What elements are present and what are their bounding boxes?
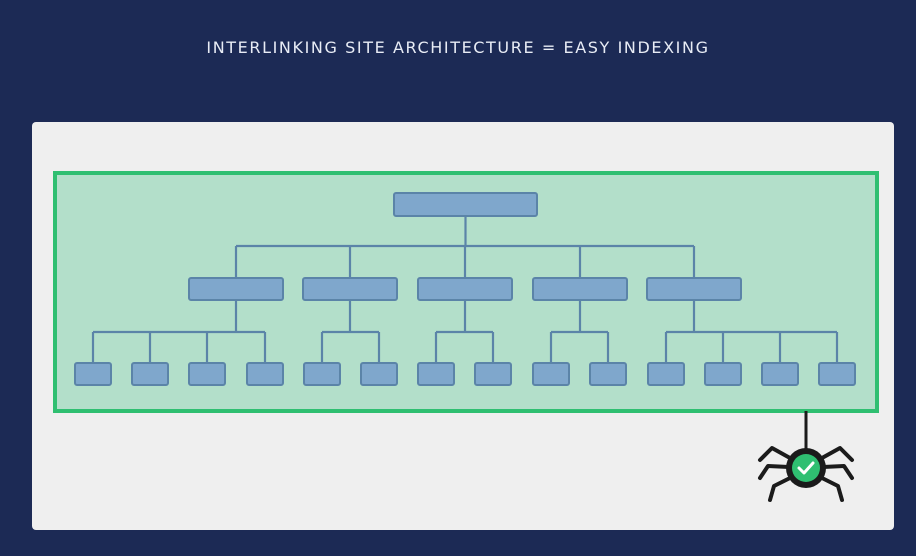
subpage-node [131, 362, 169, 386]
spider-icon [758, 411, 854, 502]
subpage-node [246, 362, 284, 386]
root-page-node [393, 192, 538, 217]
spider-leg [758, 464, 791, 480]
category-page-node [646, 277, 742, 301]
subpage-node [589, 362, 627, 386]
page-title: INTERLINKING SITE ARCHITECTURE = EASY IN… [206, 38, 710, 57]
subpage-node [761, 362, 799, 386]
spider-leg [820, 476, 844, 502]
subpage-node [188, 362, 226, 386]
subpage-node [74, 362, 112, 386]
connectors [91, 216, 839, 363]
subpage-node [818, 362, 856, 386]
category-page-node [417, 277, 513, 301]
spider-leg [821, 464, 854, 480]
category-page-node [302, 277, 398, 301]
subpage-node [474, 362, 512, 386]
subpage-node [417, 362, 455, 386]
nodes [74, 192, 856, 386]
spider-leg [758, 446, 792, 462]
subpage-node [532, 362, 570, 386]
check-badge [792, 454, 820, 482]
spider-leg [768, 476, 792, 502]
category-page-node [188, 277, 284, 301]
category-page-node [532, 277, 628, 301]
subpage-node [360, 362, 398, 386]
checkmark-icon [797, 461, 815, 475]
subpage-node [647, 362, 685, 386]
spider-leg [820, 446, 854, 462]
subpage-node [303, 362, 341, 386]
subpage-node [704, 362, 742, 386]
